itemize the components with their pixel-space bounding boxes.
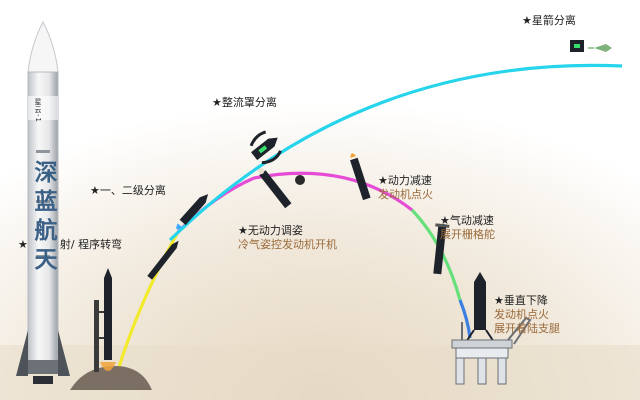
- offshore-platform: [451, 316, 532, 385]
- ascent-rocket: [147, 240, 179, 280]
- label-launch-pitch: ★ 射/ 程序转弯: [18, 238, 122, 252]
- attitude-adjust-booster: [258, 168, 292, 209]
- label-fairing-separation: ★整流罩分离: [212, 96, 277, 110]
- stage-title: ★整流罩分离: [212, 96, 277, 109]
- stage-separation-rocket: [176, 194, 209, 230]
- fairing-separation: [249, 130, 282, 165]
- rocket-brand-text: 深蓝航天: [30, 160, 56, 276]
- label-satellite-separation: ★星箭分离: [522, 14, 576, 28]
- orbit-cyan-trajectory: [168, 63, 623, 242]
- stage-title: ★星箭分离: [522, 14, 576, 27]
- launch-pad: [70, 268, 152, 390]
- stage-title: ★气动减速: [440, 214, 494, 227]
- return-magenta-segment: [253, 171, 413, 212]
- stage-detail: 发动机点火: [494, 308, 549, 321]
- powered-decel-booster: [350, 153, 371, 201]
- label-vertical-descent: ★垂直下降 发动机点火 展开着陆支腿: [494, 294, 560, 336]
- label-aero-decel: ★气动减速 展开栅格舵: [440, 214, 495, 242]
- satellite-separation: [570, 40, 612, 52]
- stage-detail: 展开栅格舵: [440, 228, 495, 241]
- label-powered-decel: ★动力减速 发动机点火: [378, 174, 433, 202]
- stage-title: ★: [18, 238, 28, 251]
- stage-detail: 发动机点火: [378, 188, 433, 201]
- stage-detail: 冷气姿控发动机开机: [238, 238, 337, 251]
- stage-title: ★无动力调姿: [238, 224, 303, 237]
- debris-piece: [295, 175, 305, 185]
- stage-title: ★动力减速: [378, 174, 432, 187]
- stage-detail: 射/ 程序转弯: [59, 238, 123, 251]
- stage-title: ★垂直下降: [494, 294, 548, 307]
- rocket-illustration: [16, 20, 70, 384]
- stage-title: ★一、二级分离: [90, 184, 166, 197]
- label-unpowered-attitude: ★无动力调姿 冷气姿控发动机开机: [238, 224, 337, 252]
- label-stage-separation: ★一、二级分离: [90, 184, 166, 198]
- aero-decel-booster: [433, 223, 450, 275]
- stage-detail-legs: 展开着陆支腿: [494, 322, 560, 335]
- rocket-model-label: 星云-1: [34, 98, 42, 123]
